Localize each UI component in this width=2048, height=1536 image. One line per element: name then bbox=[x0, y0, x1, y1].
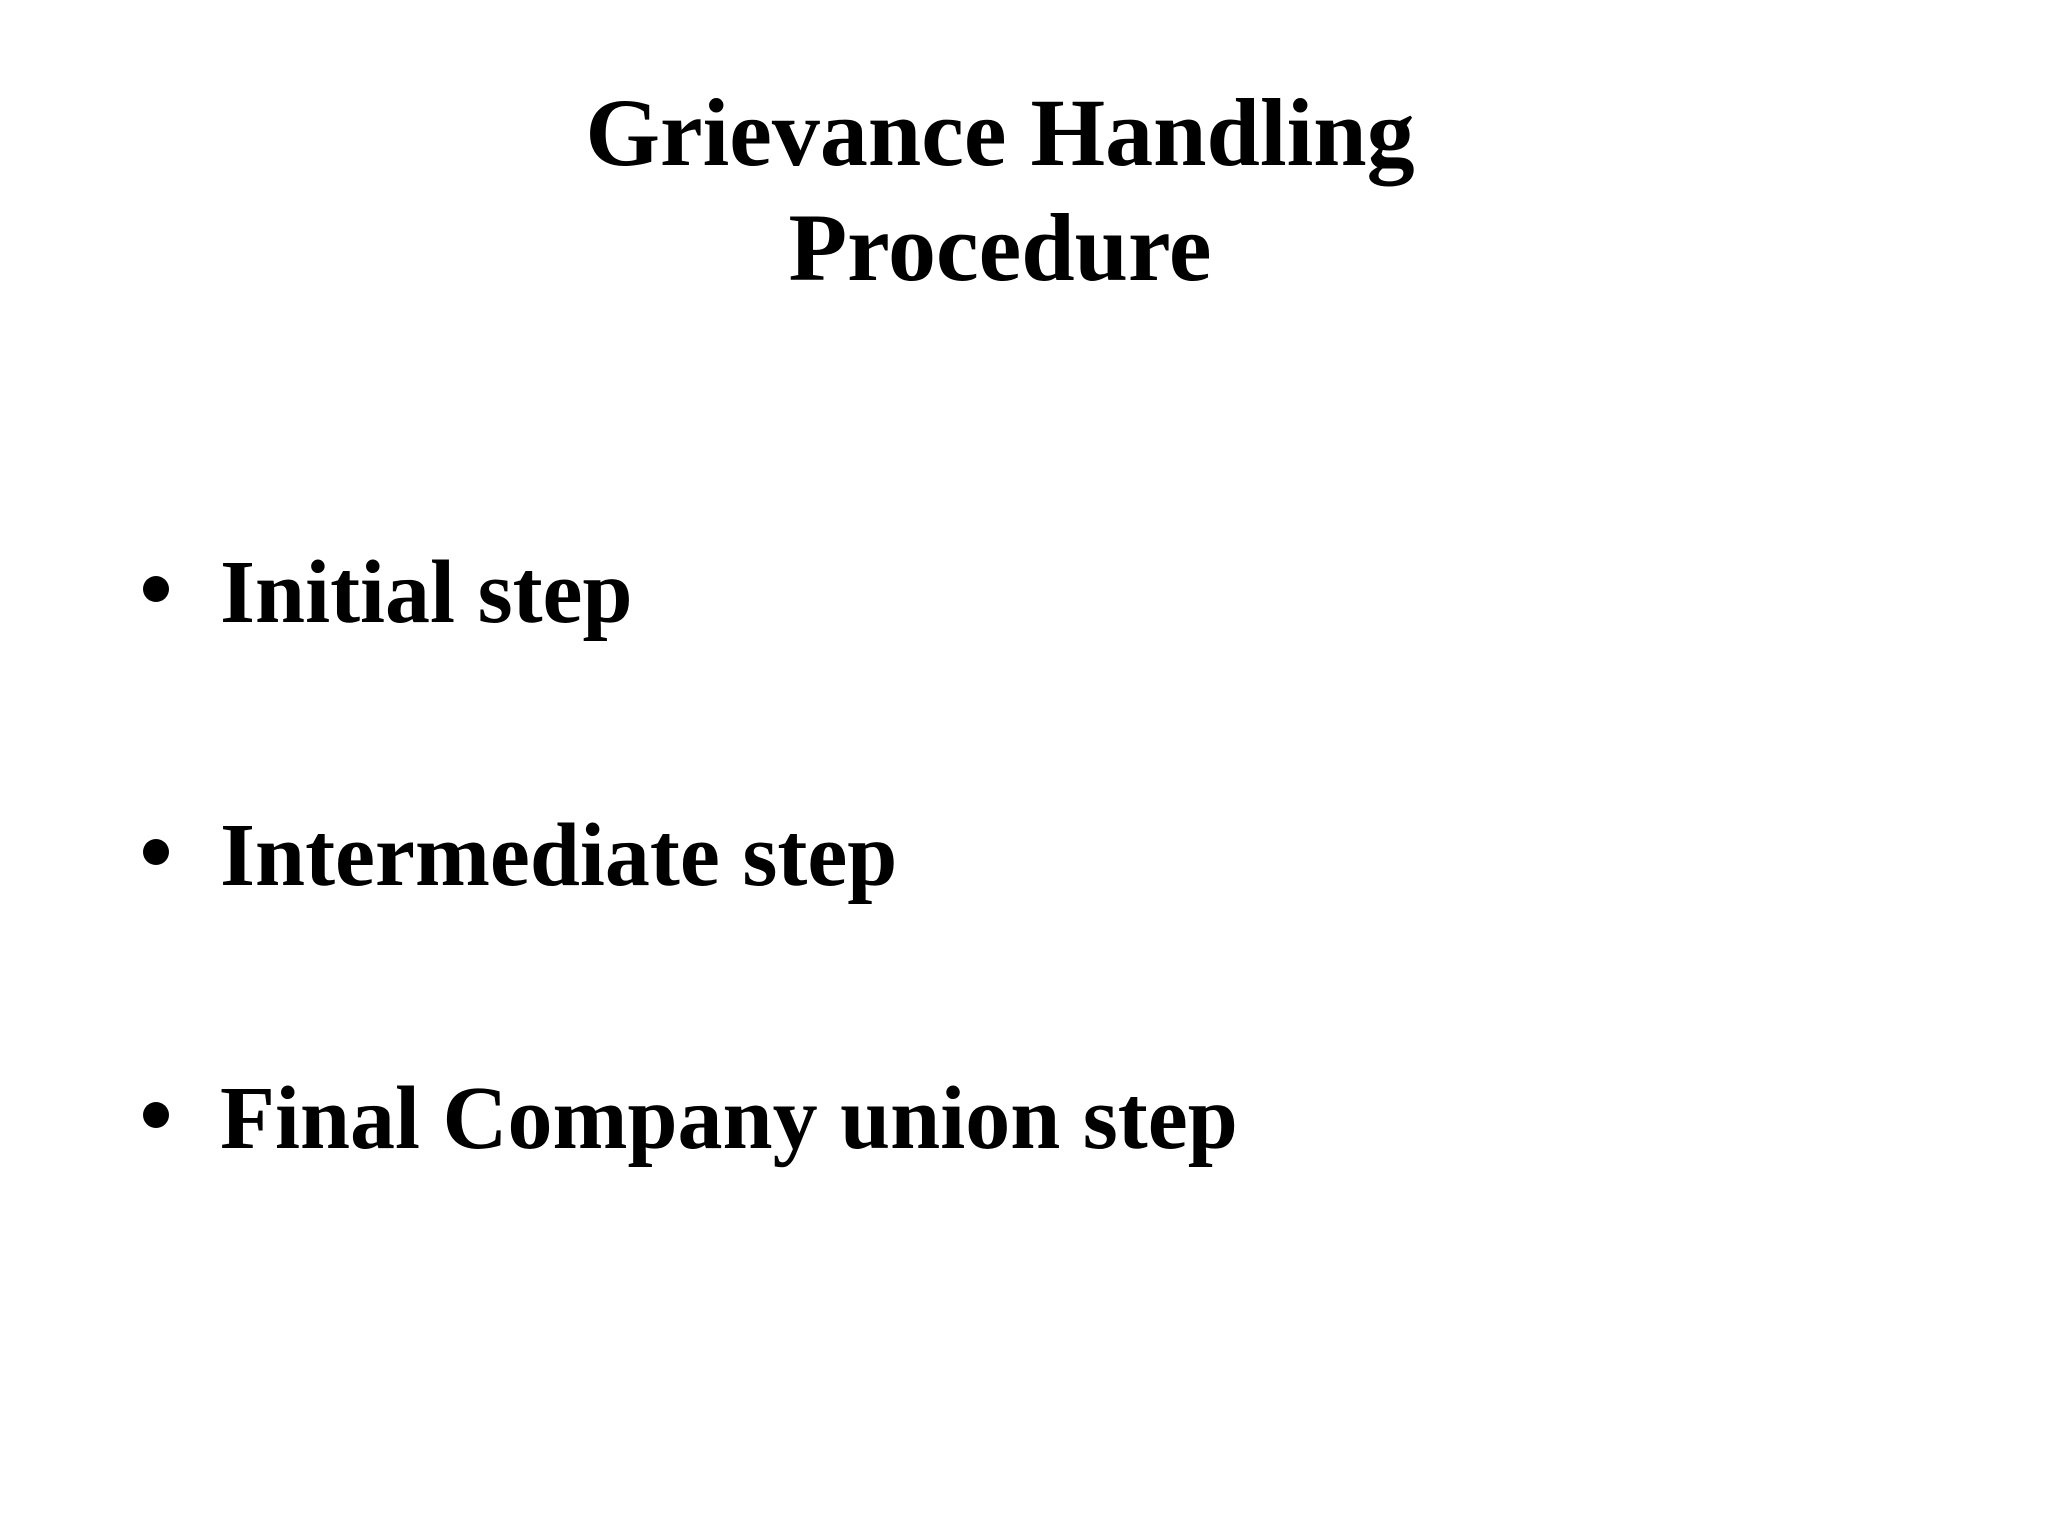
bullet-label: Final Company union step bbox=[220, 1069, 1238, 1168]
bullet-dot-icon bbox=[143, 1102, 169, 1128]
list-item: Intermediate step bbox=[143, 802, 1238, 910]
bullet-dot-icon bbox=[143, 576, 169, 602]
bullet-label: Initial step bbox=[220, 543, 633, 642]
list-item: Initial step bbox=[143, 539, 1238, 647]
bullet-dot-icon bbox=[143, 839, 169, 865]
bullet-label: Intermediate step bbox=[220, 806, 898, 905]
bullet-list: Initial step Intermediate step Final Com… bbox=[143, 539, 1238, 1328]
slide-title-line-1: Grievance Handling bbox=[585, 79, 1415, 186]
list-item: Final Company union step bbox=[143, 1065, 1238, 1173]
slide-title: Grievance Handling Procedure bbox=[0, 75, 2000, 305]
slide-title-line-2: Procedure bbox=[788, 194, 1212, 302]
